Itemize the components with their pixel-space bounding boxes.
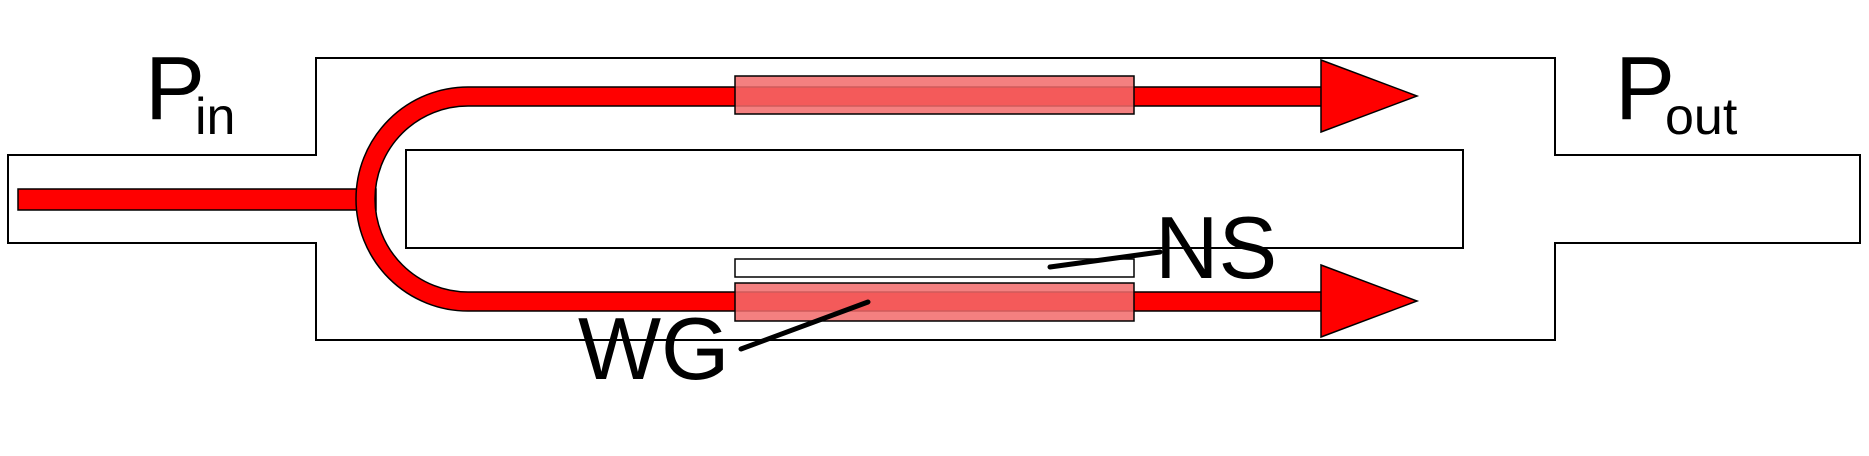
nanostructure-label: NS bbox=[1155, 198, 1277, 297]
top-arm-overlay bbox=[734, 75, 1135, 115]
inner-block bbox=[405, 149, 1464, 249]
input-beam bbox=[17, 188, 377, 211]
top-arrowhead bbox=[1320, 58, 1420, 134]
input-power-subscript: in bbox=[195, 88, 235, 146]
input-power-label: P bbox=[145, 39, 205, 139]
ns-pointer-line bbox=[1047, 249, 1163, 270]
waveguide-label: WG bbox=[578, 299, 730, 398]
bottom-arm-overlay bbox=[734, 282, 1135, 322]
bottom-arrowhead bbox=[1320, 263, 1420, 339]
nanostructure-strip bbox=[734, 258, 1135, 278]
light-beam bbox=[17, 58, 1420, 339]
wg-pointer-line bbox=[738, 299, 871, 352]
output-power-subscript: out bbox=[1665, 88, 1738, 146]
device-outline bbox=[7, 57, 1861, 341]
output-power-label: P bbox=[1615, 39, 1675, 139]
